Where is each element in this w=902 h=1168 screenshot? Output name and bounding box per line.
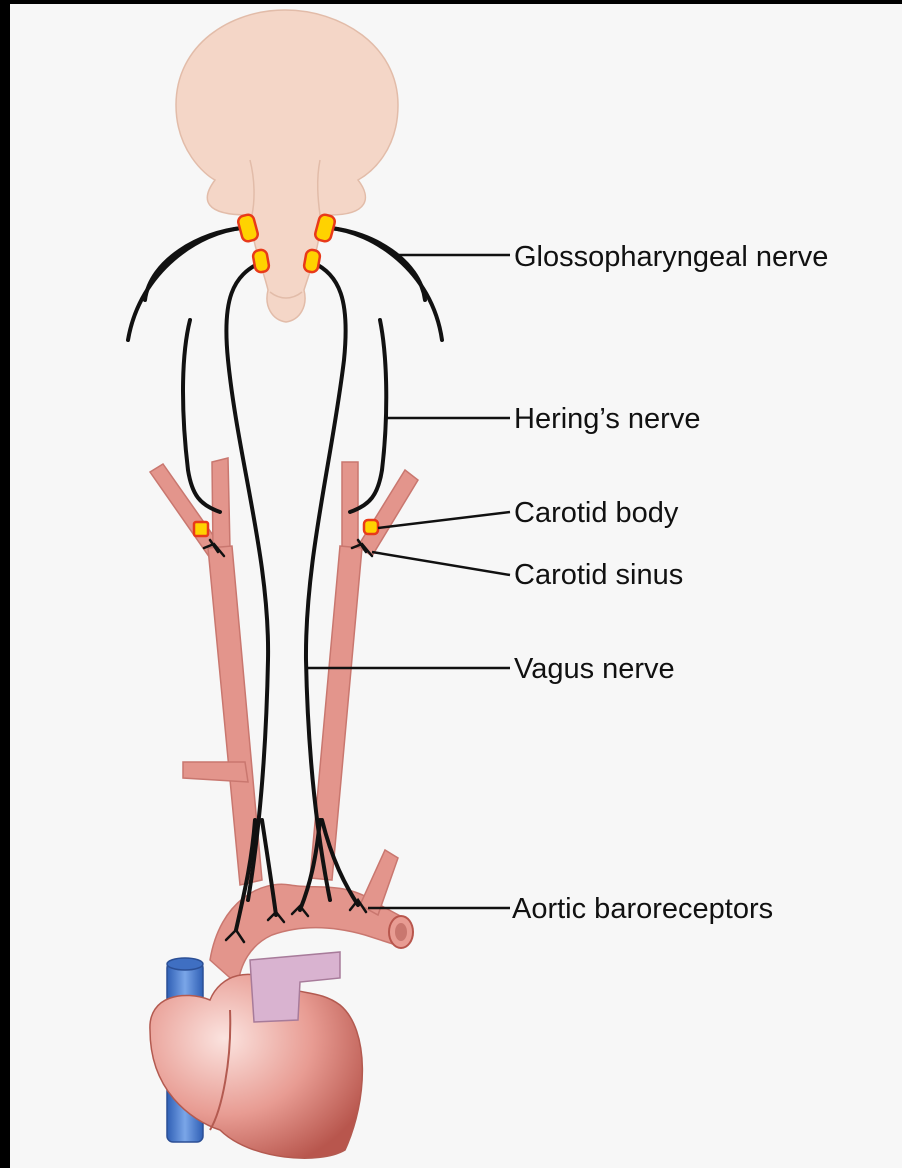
diagram-panel [10,4,902,1168]
label-herings-nerve: Hering’s nerve [514,403,700,435]
label-aortic-baroreceptors: Aortic baroreceptors [512,893,773,925]
carotid-body-right [364,520,378,534]
label-carotid-body: Carotid body [514,497,679,529]
label-glossopharyngeal-nerve: Glossopharyngeal nerve [514,241,828,273]
label-vagus-nerve: Vagus nerve [514,653,675,685]
carotid-body-left [194,522,208,536]
label-carotid-sinus: Carotid sinus [514,559,683,591]
